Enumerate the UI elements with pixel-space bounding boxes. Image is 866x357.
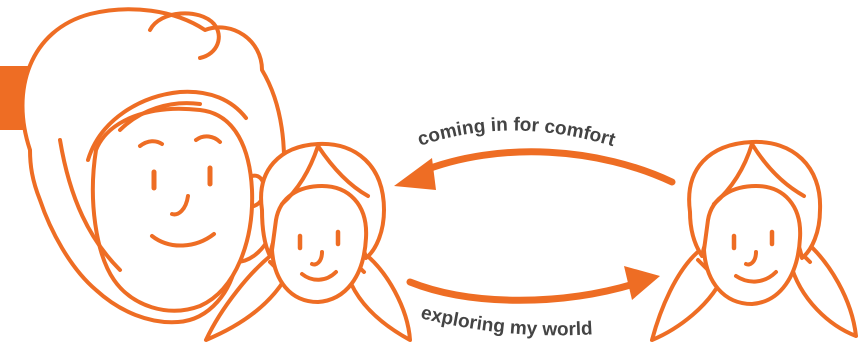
exploring-label: exploring my world (419, 302, 593, 340)
exploring-arrowhead-icon (624, 266, 660, 300)
coming-in-arrow (394, 152, 672, 190)
coming-in-arrowhead-icon (394, 158, 436, 190)
child-far-face-icon (652, 142, 856, 340)
coming-in-label: coming in for comfort (415, 115, 618, 152)
caregiver-face-icon (23, 9, 285, 322)
exploring-arrow (410, 266, 660, 300)
coming-in-arrow-shaft (420, 152, 672, 182)
exploring-arrow-shaft (410, 282, 634, 300)
